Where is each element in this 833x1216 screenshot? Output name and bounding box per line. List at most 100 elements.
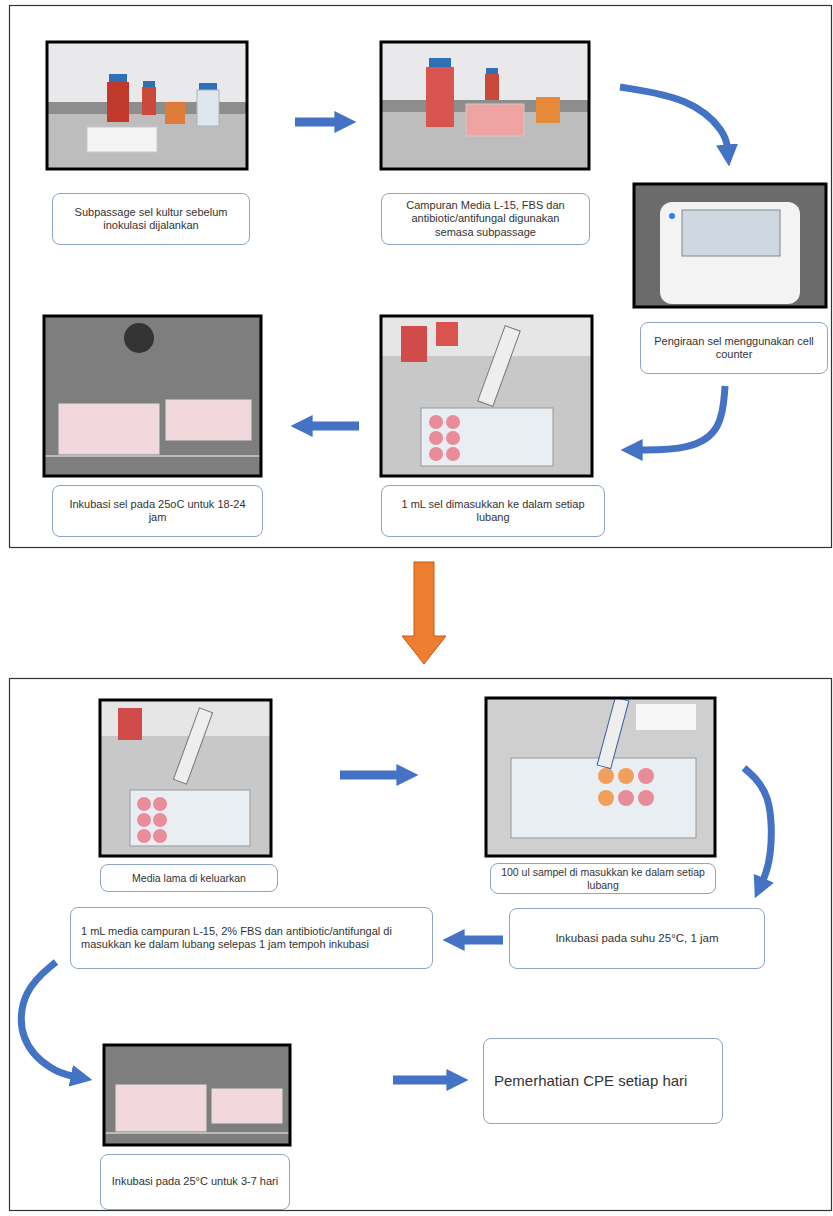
photo-led bbox=[669, 213, 675, 219]
photo-well bbox=[446, 431, 460, 445]
photo-incubator bbox=[104, 1045, 290, 1145]
photo-wall bbox=[47, 42, 247, 169]
photo-plate bbox=[130, 790, 250, 846]
photo-ground bbox=[104, 1045, 290, 1145]
flow-arrow bbox=[458, 936, 503, 945]
photo-well bbox=[446, 447, 460, 461]
caption-box: Pemerhatian CPE setiap hari bbox=[483, 1038, 723, 1124]
photo-beaker bbox=[436, 322, 458, 346]
photo-frame bbox=[486, 698, 715, 856]
process-step: Subpassage sel kultur sebelum inokulasi … bbox=[47, 42, 250, 245]
flow-arrow bbox=[620, 87, 728, 151]
step-text: Pengiraan sel menggunakan cell counter bbox=[651, 335, 817, 361]
photo-bottle bbox=[426, 67, 454, 127]
process-step: Pemerhatian CPE setiap hari bbox=[483, 1038, 723, 1124]
process-step: 1 mL sel dimasukkan ke dalam setiap luba… bbox=[381, 316, 605, 537]
photo-beaker bbox=[401, 326, 427, 362]
photo-vent bbox=[124, 323, 154, 353]
step-text: Pemerhatian CPE setiap hari bbox=[494, 1072, 687, 1090]
photo-plates bbox=[166, 400, 251, 440]
photo-wall bbox=[381, 42, 589, 169]
photo-well bbox=[598, 790, 614, 806]
caption-box: Inkubasi pada suhu 25°C, 1 jam bbox=[509, 908, 765, 969]
photo-rack bbox=[44, 455, 261, 457]
step-text: Campuran Media L-15, FBS dan antibiotic/… bbox=[392, 199, 579, 239]
photo-seeding bbox=[381, 316, 592, 476]
step-text: Media lama di keluarkan bbox=[132, 872, 246, 885]
caption-box: Campuran Media L-15, FBS dan antibiotic/… bbox=[381, 193, 590, 245]
photo-add-sample bbox=[486, 697, 715, 856]
photo-pipette bbox=[173, 708, 212, 784]
photo-screen bbox=[682, 210, 780, 256]
caption-box: 100 ul sampel di masukkan ke dalam setia… bbox=[490, 863, 716, 894]
photo-frame bbox=[381, 42, 589, 169]
photo-well bbox=[618, 768, 634, 784]
photo-well bbox=[429, 431, 443, 445]
photo-cell-counter bbox=[634, 184, 826, 307]
photo-frame bbox=[104, 1045, 290, 1145]
photo-well bbox=[153, 797, 167, 811]
process-step: Inkubasi pada 25°C untuk 3-7 hari bbox=[100, 1045, 290, 1210]
photo-media bbox=[381, 42, 589, 169]
photo-well bbox=[598, 768, 614, 784]
photo-plate bbox=[511, 758, 696, 838]
step-text: 1 mL sel dimasukkan ke dalam setiap luba… bbox=[392, 498, 594, 524]
flow-arrow bbox=[744, 768, 771, 884]
process-step: Inkubasi pada suhu 25°C, 1 jam bbox=[509, 908, 765, 969]
photo-rack bbox=[104, 1132, 290, 1134]
caption-box: Inkubasi pada 25°C untuk 3-7 hari bbox=[100, 1154, 290, 1210]
photo-device bbox=[660, 202, 800, 304]
photo-well bbox=[153, 829, 167, 843]
photo-well bbox=[429, 447, 443, 461]
caption-box: 1 mL media campuran L-15, 2% FBS dan ant… bbox=[70, 907, 433, 969]
flow-arrow bbox=[21, 962, 77, 1077]
photo-beaker bbox=[118, 708, 142, 740]
photo-well bbox=[618, 790, 634, 806]
photo-incubator bbox=[44, 316, 261, 476]
photo-frame bbox=[47, 42, 247, 169]
photo-subpassage bbox=[47, 42, 247, 169]
photo-flask bbox=[466, 104, 524, 136]
photo-pipette bbox=[597, 697, 629, 768]
photo-well bbox=[137, 797, 151, 811]
photo-cap bbox=[143, 81, 155, 88]
photo-bench bbox=[100, 700, 271, 856]
photo-bottle bbox=[142, 87, 156, 115]
caption-box: Media lama di keluarkan bbox=[100, 864, 278, 892]
photo-cap bbox=[109, 74, 127, 83]
photo-well bbox=[638, 790, 654, 806]
process-step: 1 mL media campuran L-15, 2% FBS dan ant… bbox=[70, 907, 433, 969]
photo-plates bbox=[212, 1089, 282, 1123]
flow-arrow bbox=[340, 771, 403, 780]
photo-bottle bbox=[197, 90, 219, 126]
photo-plates bbox=[59, 404, 159, 454]
photo-well bbox=[429, 415, 443, 429]
photo-frame bbox=[44, 316, 261, 476]
flow-arrow bbox=[393, 1076, 453, 1085]
photo-well bbox=[153, 813, 167, 827]
photo-well bbox=[137, 813, 151, 827]
photo-box bbox=[636, 704, 696, 730]
photo-well bbox=[137, 829, 151, 843]
photo-pipette bbox=[478, 326, 520, 407]
process-step: Inkubasi sel pada 25oC untuk 18-24 jam bbox=[44, 316, 263, 537]
photo-remove-media bbox=[100, 700, 271, 856]
step-text: 1 mL media campuran L-15, 2% FBS dan ant… bbox=[81, 925, 422, 951]
photo-ground bbox=[44, 316, 261, 476]
process-step: Pengiraan sel menggunakan cell counter bbox=[634, 184, 828, 374]
photo-ground bbox=[634, 184, 826, 307]
caption-box: Subpassage sel kultur sebelum inokulasi … bbox=[52, 193, 250, 245]
step-text: 100 ul sampel di masukkan ke dalam setia… bbox=[497, 866, 709, 891]
step-text: Inkubasi pada suhu 25°C, 1 jam bbox=[555, 932, 718, 946]
photo-bottle bbox=[485, 74, 499, 100]
step-text: Inkubasi sel pada 25oC untuk 18-24 jam bbox=[63, 498, 252, 524]
step-text: Subpassage sel kultur sebelum inokulasi … bbox=[63, 206, 239, 232]
step-text: Inkubasi pada 25°C untuk 3-7 hari bbox=[112, 1175, 278, 1188]
caption-box: Pengiraan sel menggunakan cell counter bbox=[640, 322, 828, 374]
photo-frame bbox=[381, 316, 592, 476]
photo-frame bbox=[634, 184, 826, 307]
panel-arrow bbox=[402, 562, 446, 664]
